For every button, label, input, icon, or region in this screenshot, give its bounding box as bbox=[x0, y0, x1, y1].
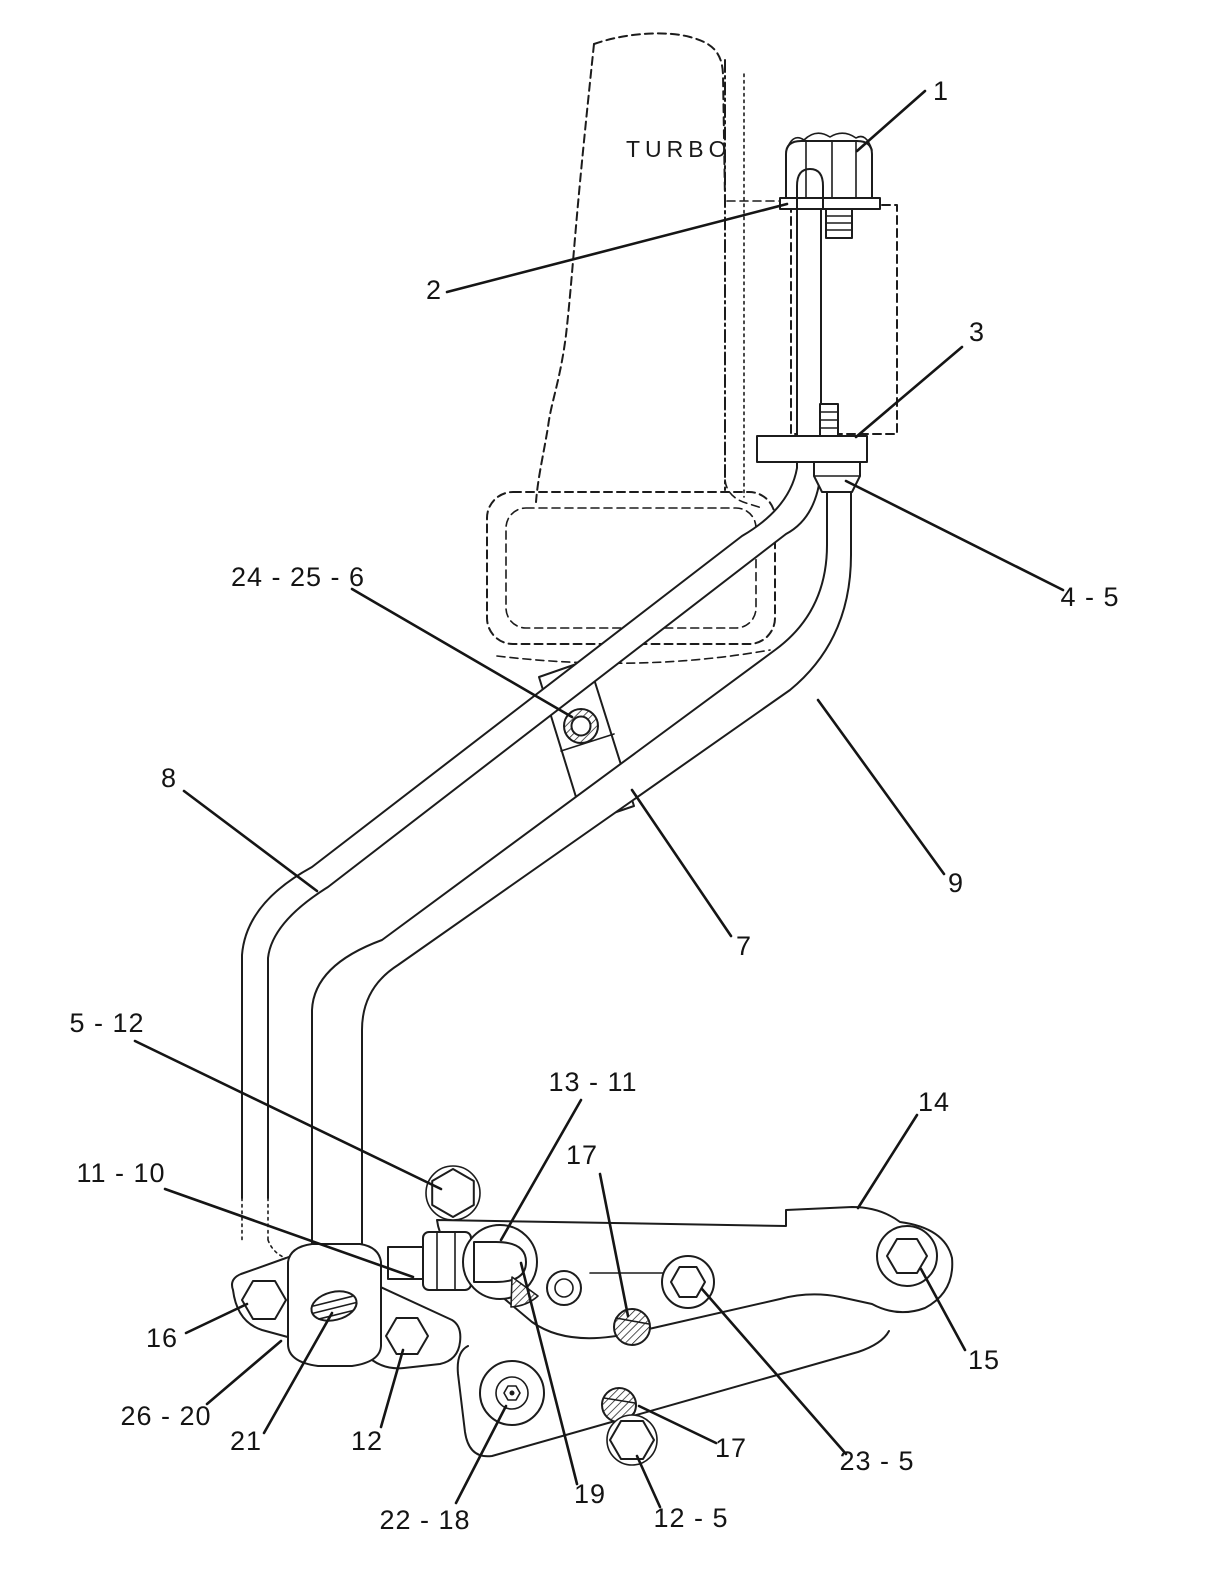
callout-14: 14 bbox=[918, 1087, 950, 1117]
callout-17-upper: 17 bbox=[566, 1140, 598, 1170]
boss-slot bbox=[310, 1290, 358, 1322]
callout-7: 7 bbox=[736, 931, 752, 961]
callout-26-20: 26 - 20 bbox=[120, 1401, 211, 1431]
callout-3: 3 bbox=[969, 317, 985, 347]
bracket-hex-hole bbox=[661, 1255, 715, 1309]
callout-12: 12 bbox=[351, 1426, 383, 1456]
callout-21: 21 bbox=[230, 1426, 262, 1456]
callout-4-5: 4 - 5 bbox=[1060, 582, 1119, 612]
callout-12-5: 12 - 5 bbox=[653, 1503, 728, 1533]
leader-lines bbox=[133, 89, 1065, 1509]
callout-labels: 1 2 3 4 - 5 24 - 25 - 6 8 9 7 5 - 12 13 … bbox=[69, 76, 1119, 1535]
callout-15: 15 bbox=[968, 1345, 1000, 1375]
banjo-washer bbox=[779, 197, 881, 210]
callout-11-10: 11 - 10 bbox=[76, 1158, 165, 1188]
union-bolt bbox=[425, 1165, 481, 1221]
tube-union bbox=[387, 1224, 539, 1308]
banjo-stud bbox=[825, 208, 853, 239]
callout-16: 16 bbox=[146, 1323, 178, 1353]
hex-nut bbox=[606, 1414, 658, 1466]
flange-bolt-left bbox=[241, 1280, 287, 1320]
callout-9: 9 bbox=[948, 868, 964, 898]
flange-bolt-right bbox=[385, 1317, 429, 1355]
callout-2: 2 bbox=[426, 275, 442, 305]
breather-fitting-upper bbox=[613, 1308, 651, 1346]
callout-13-11: 13 - 11 bbox=[548, 1067, 637, 1097]
banjo-tube-loop bbox=[796, 168, 824, 210]
callout-19: 19 bbox=[574, 1479, 606, 1509]
callout-23-5: 23 - 5 bbox=[839, 1446, 914, 1476]
callout-24-25-6: 24 - 25 - 6 bbox=[231, 562, 365, 592]
breather-fitting-lower bbox=[601, 1387, 637, 1423]
callout-5-12: 5 - 12 bbox=[69, 1008, 144, 1038]
banjo-bolt bbox=[779, 132, 881, 239]
bracket-hole bbox=[546, 1270, 582, 1306]
callout-1: 1 bbox=[933, 76, 949, 106]
bracket-end-bolt bbox=[876, 1225, 938, 1287]
callout-17-lower: 17 bbox=[715, 1433, 747, 1463]
lower-plate bbox=[456, 1330, 890, 1458]
callout-8: 8 bbox=[161, 763, 177, 793]
drain-boss bbox=[287, 1243, 382, 1367]
oil-drain-tube bbox=[311, 491, 852, 1245]
supply-flange bbox=[756, 403, 868, 463]
oil-supply-tube bbox=[241, 199, 822, 1261]
callout-22-18: 22 - 18 bbox=[379, 1505, 470, 1535]
turbo-label: TURBO bbox=[626, 136, 732, 162]
washer-bolt bbox=[479, 1360, 545, 1426]
elbow-fitting bbox=[813, 461, 861, 493]
